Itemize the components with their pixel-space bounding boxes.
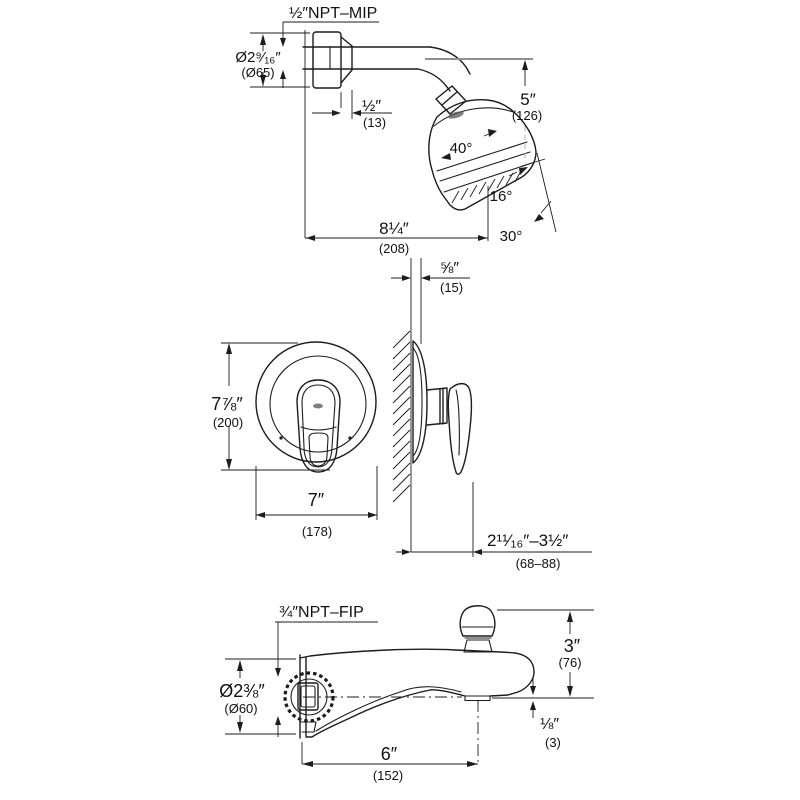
spout-top-edge bbox=[299, 648, 535, 697]
spout-back-plate bbox=[299, 654, 307, 739]
dim-spout-npt: ¾″NPT–FIP bbox=[279, 604, 364, 621]
spout-underside bbox=[305, 689, 466, 738]
valve-trim-front-view bbox=[255, 341, 377, 473]
dim-spout-height-mm: (76) bbox=[558, 655, 581, 670]
dim-arm-offset-mm: (13) bbox=[363, 115, 386, 130]
dim-valve-width-inch: 7″ bbox=[308, 490, 325, 510]
dim-spout-dia-mm: (Ø60) bbox=[224, 701, 257, 716]
dim-valve-height-inch: 7⅞″ bbox=[211, 394, 243, 414]
shower-arm-assembly bbox=[302, 30, 557, 238]
dim-spout-height-inch: 3″ bbox=[564, 636, 581, 656]
shower-face-rings bbox=[436, 141, 533, 193]
dim-valve-height-mm: (200) bbox=[213, 415, 243, 430]
dim-spout-lip-mm: (3) bbox=[545, 735, 561, 750]
arm-nut bbox=[435, 85, 467, 115]
valve-handle-side bbox=[447, 382, 473, 475]
shower-head-outline bbox=[428, 98, 537, 211]
valve-handle-front bbox=[296, 379, 341, 473]
brand-logo-mark bbox=[448, 111, 464, 119]
spout-dimensions: ¾″NPT–FIP Ø2⅜″ (Ø60) 3″ (76) ⅛″ (3) 6″ (… bbox=[219, 604, 594, 783]
dim-spray-angle: 40° bbox=[450, 140, 473, 157]
dim-wall-thickness-mm: (15) bbox=[440, 280, 463, 295]
dim-tilt-angle: 16° bbox=[490, 188, 513, 205]
dim-head-drop-mm: (126) bbox=[512, 108, 542, 123]
dim-spout-lip-inch: ⅛″ bbox=[540, 716, 559, 733]
brand-logo-mark bbox=[313, 403, 323, 409]
valve-trim-side-view bbox=[392, 258, 473, 552]
dim-flange-dia-mm: (Ø65) bbox=[241, 65, 274, 80]
dim-cone-angle: 30° bbox=[500, 228, 523, 245]
escutcheon-inner-circle bbox=[269, 355, 367, 453]
shower-arm-flange bbox=[312, 31, 342, 89]
escutcheon-side-profile bbox=[412, 340, 428, 464]
dim-valve-depth-mm: (68–88) bbox=[516, 556, 561, 571]
dim-head-drop-inch: 5″ bbox=[520, 90, 535, 109]
wall-hatching bbox=[392, 330, 411, 503]
dim-wall-thickness-inch: ⅝″ bbox=[440, 260, 459, 277]
dim-spout-dia-inch: Ø2⅜″ bbox=[219, 681, 265, 701]
escutcheon-screw-dot bbox=[348, 436, 352, 440]
dim-flange-dia-inch: Ø2⁹⁄₁₆″ bbox=[235, 49, 281, 66]
handle-hub bbox=[426, 387, 448, 426]
shower-arm-bend bbox=[417, 46, 471, 92]
diverter-knob bbox=[459, 605, 496, 637]
escutcheon-screw-dot bbox=[279, 436, 283, 440]
dim-valve-depth-inch: 2¹¹⁄₁₆″–3½″ bbox=[487, 531, 568, 550]
dim-shower-npt: ½″NPT–MIP bbox=[289, 5, 377, 22]
shower-dimensions: ½″NPT–MIP Ø2⁹⁄₁₆″ (Ø65) ½″ (13) 5″ (126)… bbox=[235, 5, 552, 256]
escutcheon-outer-circle bbox=[255, 341, 377, 463]
dim-spout-length-mm: (152) bbox=[373, 768, 403, 783]
dim-valve-width-mm: (178) bbox=[302, 524, 332, 539]
dim-arm-offset-inch: ½″ bbox=[362, 98, 381, 115]
tub-spout-assembly bbox=[283, 605, 535, 763]
dim-reach-mm: (208) bbox=[379, 241, 409, 256]
inlet-square bbox=[297, 682, 319, 711]
valve-dimensions: 7⅞″ (200) 7″ (178) ⅝″ (15) 2¹¹⁄₁₆″–3½″ (… bbox=[211, 260, 592, 571]
dim-spout-length-inch: 6″ bbox=[381, 744, 398, 764]
dim-reach-inch: 8¼″ bbox=[379, 219, 409, 238]
spout-outlet-lip bbox=[464, 695, 491, 702]
spray-face-hatch bbox=[451, 170, 522, 204]
